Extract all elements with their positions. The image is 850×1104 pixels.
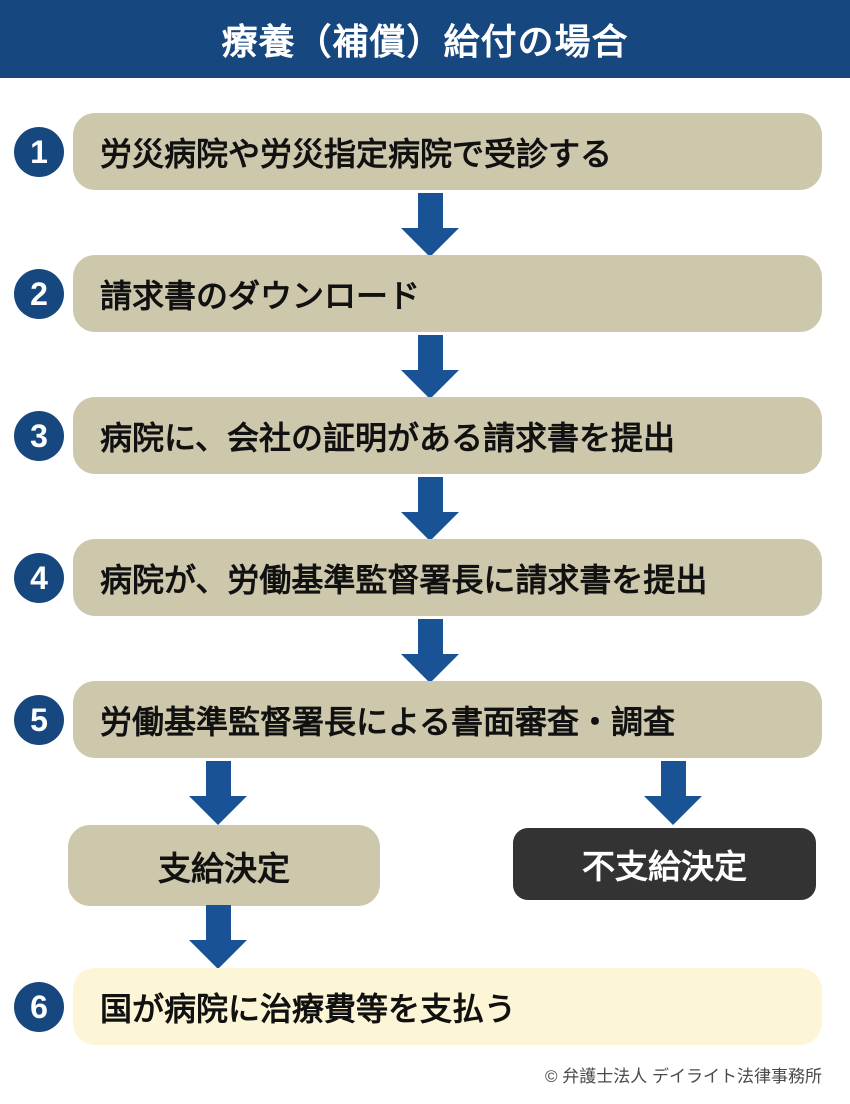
branch-arrow-right xyxy=(644,761,702,825)
step-box-6: 国が病院に治療費等を支払う xyxy=(73,968,822,1045)
arrow-head-icon xyxy=(401,228,459,257)
payment-arrow xyxy=(189,905,247,969)
step-label-4: 病院が、労働基準監督署長に請求書を提出 xyxy=(100,561,708,598)
step-badge-1: 1 xyxy=(14,127,64,177)
arrow-head-icon xyxy=(401,654,459,683)
step-box-2: 請求書のダウンロード xyxy=(73,255,822,332)
decision-denied-box: 不支給決定 xyxy=(513,828,816,900)
flow-arrow-3 xyxy=(401,477,459,541)
arrow-shaft xyxy=(205,761,231,796)
flow-arrow-2 xyxy=(401,335,459,399)
arrow-shaft xyxy=(205,905,231,940)
step-label-1: 労災病院や労災指定病院で受診する xyxy=(100,135,613,172)
branch-arrow-left xyxy=(189,761,247,825)
step-label-2: 請求書のダウンロード xyxy=(100,277,421,314)
arrow-head-icon xyxy=(189,796,247,825)
arrow-shaft xyxy=(417,193,443,228)
arrow-head-icon xyxy=(644,796,702,825)
flow-arrow-1 xyxy=(401,193,459,257)
title-bar: 療養（補償）給付の場合 xyxy=(0,0,850,78)
arrow-head-icon xyxy=(401,512,459,541)
decision-approved-label: 支給決定 xyxy=(158,849,290,887)
copyright-text: © 弁護士法人 デイライト法律事務所 xyxy=(545,1067,822,1086)
step-badge-5: 5 xyxy=(14,695,64,745)
arrow-head-icon xyxy=(189,940,247,969)
step-badge-4: 4 xyxy=(14,553,64,603)
page-title: 療養（補償）給付の場合 xyxy=(221,21,629,62)
decision-denied-label: 不支給決定 xyxy=(582,848,747,885)
arrow-shaft xyxy=(417,619,443,654)
arrow-shaft xyxy=(417,335,443,370)
decision-approved-box: 支給決定 xyxy=(68,825,380,906)
arrow-shaft xyxy=(660,761,686,796)
arrow-head-icon xyxy=(401,370,459,399)
flow-arrow-4 xyxy=(401,619,459,683)
arrow-shaft xyxy=(417,477,443,512)
step-box-5: 労働基準監督署長による書面審査・調査 xyxy=(73,681,822,758)
step-badge-2: 2 xyxy=(14,269,64,319)
step-box-4: 病院が、労働基準監督署長に請求書を提出 xyxy=(73,539,822,616)
step-badge-3: 3 xyxy=(14,411,64,461)
step-label-6: 国が病院に治療費等を支払う xyxy=(100,990,517,1027)
step-label-3: 病院に、会社の証明がある請求書を提出 xyxy=(100,419,676,456)
step-box-1: 労災病院や労災指定病院で受診する xyxy=(73,113,822,190)
step-label-5: 労働基準監督署長による書面審査・調査 xyxy=(100,703,676,740)
step-box-3: 病院に、会社の証明がある請求書を提出 xyxy=(73,397,822,474)
step-badge-6: 6 xyxy=(14,982,64,1032)
